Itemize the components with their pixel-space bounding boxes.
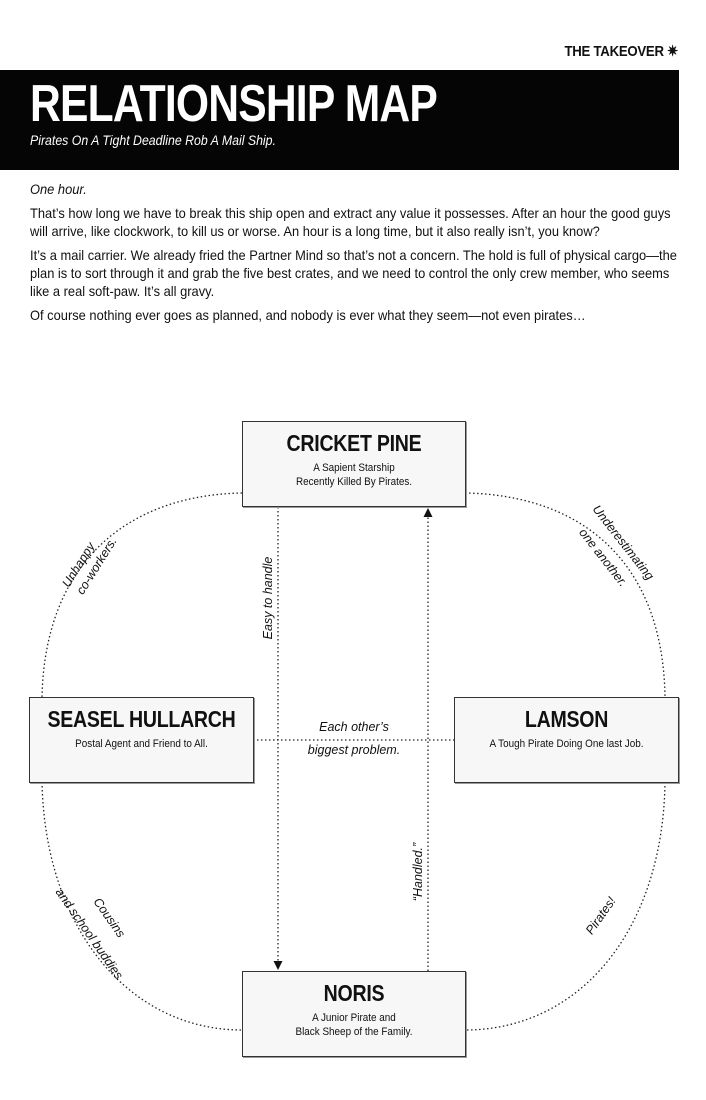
node-name: CRICKET PINE [286, 430, 422, 456]
node-desc: Recently Killed By Pirates. [295, 476, 413, 488]
star-icon: ✷ [667, 43, 678, 60]
node-desc: A Sapient Starship [313, 462, 395, 474]
intro-paragraph: Of course nothing ever goes as planned, … [30, 307, 586, 323]
edge-cricket-lamson [464, 492, 666, 698]
edge-label: Each other’s [319, 720, 389, 734]
node-noris: NORIS A Junior Pirate and Black Sheep of… [242, 971, 466, 1057]
section-kicker: THE TAKEOVER ✷ [564, 43, 679, 60]
intro-paragraph: That’s how long we have to break this sh… [30, 205, 671, 239]
node-desc: Postal Agent and Friend to All. [75, 738, 208, 750]
node-seasel-hullarch: SEASEL HULLARCH Postal Agent and Friend … [29, 697, 254, 783]
node-name: SEASEL HULLARCH [47, 706, 236, 732]
node-name: NORIS [323, 980, 385, 1006]
edge-label: “Handled.” [411, 842, 425, 901]
intro-paragraph: One hour. [30, 181, 87, 197]
node-desc: A Tough Pirate Doing One last Job. [489, 738, 644, 750]
edge-cricket-seasel [41, 492, 243, 698]
page-subtitle: Pirates On A Tight Deadline Rob A Mail S… [30, 132, 276, 148]
intro-text: One hour. That’s how long we have to bre… [30, 180, 690, 330]
node-lamson: LAMSON A Tough Pirate Doing One last Job… [454, 697, 679, 783]
node-desc: Black Sheep of the Family. [295, 1026, 413, 1038]
node-cricket-pine: CRICKET PINE A Sapient Starship Recently… [242, 421, 466, 507]
page-title: RELATIONSHIP MAP [30, 75, 438, 133]
intro-paragraph: It’s a mail carrier. We already fried th… [30, 247, 677, 299]
edge-label: Easy to handle [261, 557, 275, 640]
node-desc: A Junior Pirate and [312, 1012, 396, 1024]
edge-lamson-noris [464, 781, 666, 1031]
title-banner: RELATIONSHIP MAP Pirates On A Tight Dead… [0, 70, 679, 170]
edge-label: Pirates! [583, 894, 619, 937]
node-name: LAMSON [524, 706, 609, 732]
edge-label: biggest problem. [308, 743, 400, 757]
edge-seasel-noris [41, 781, 243, 1031]
